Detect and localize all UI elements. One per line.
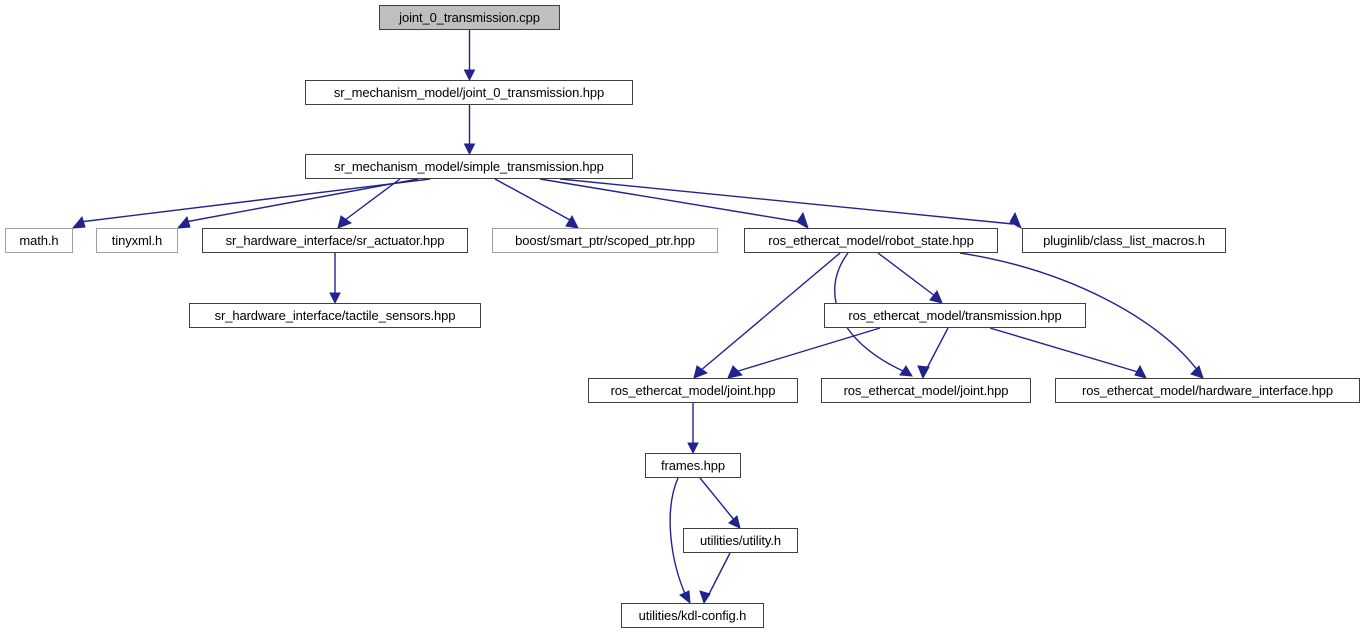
- graph-node-label: tinyxml.h: [111, 233, 163, 248]
- graph-node-label: pluginlib/class_list_macros.h: [1043, 233, 1205, 248]
- graph-node-label: sr_mechanism_model/simple_transmission.h…: [334, 159, 604, 174]
- graph-node-n0[interactable]: joint_0_transmission.cpp: [379, 5, 560, 30]
- graph-node-n3[interactable]: math.h: [5, 228, 73, 253]
- graph-node-label: ros_ethercat_model/joint.hpp: [843, 383, 1009, 398]
- graph-node-label: joint_0_transmission.cpp: [399, 10, 540, 25]
- edge-n2-to-n7: [539, 178, 801, 223]
- graph-node-label: ros_ethercat_model/hardware_interface.hp…: [1082, 383, 1333, 398]
- graph-node-n7[interactable]: ros_ethercat_model/robot_state.hpp: [744, 228, 998, 253]
- arrowhead-n10-to-n12: [917, 365, 930, 380]
- arrowhead-n7-to-n13: [1190, 365, 1204, 379]
- arrowhead-n1-to-n2: [463, 143, 476, 156]
- arrowhead-n7-to-n10: [929, 290, 943, 304]
- graph-node-label: math.h: [19, 233, 59, 248]
- graph-node-n2[interactable]: sr_mechanism_model/simple_transmission.h…: [305, 154, 633, 179]
- arrowhead-n0-to-n1: [463, 69, 476, 82]
- arrowhead-n5-to-n9: [329, 292, 341, 305]
- arrowhead-n10-to-n11: [727, 365, 744, 379]
- graph-node-n10[interactable]: ros_ethercat_model/transmission.hpp: [824, 303, 1086, 328]
- graph-node-n12[interactable]: ros_ethercat_model/joint.hpp: [821, 378, 1031, 403]
- graph-node-n4[interactable]: tinyxml.h: [96, 228, 178, 253]
- edge-n7-to-n13: [959, 252, 1199, 372]
- arrowhead-n2-to-n6: [565, 214, 579, 229]
- graph-node-label: utilities/kdl-config.h: [638, 608, 747, 623]
- edge-n7-to-n10: [877, 252, 936, 297]
- edge-n2-to-n6: [494, 178, 571, 221]
- arrowhead-n2-to-n3: [71, 215, 86, 229]
- edge-n2-to-n4: [184, 178, 419, 223]
- graph-node-label: utilities/utility.h: [700, 533, 781, 548]
- arrowhead-n7-to-n11: [693, 365, 709, 379]
- arrowhead-n2-to-n7: [796, 211, 809, 230]
- graph-node-label: frames.hpp: [660, 458, 726, 473]
- arrowhead-n15-to-n16: [699, 590, 711, 605]
- graph-node-label: sr_hardware_interface/sr_actuator.hpp: [225, 233, 445, 248]
- graph-node-n14[interactable]: frames.hpp: [645, 453, 741, 478]
- graph-node-n8[interactable]: pluginlib/class_list_macros.h: [1022, 228, 1226, 253]
- graph-node-label: boost/smart_ptr/scoped_ptr.hpp: [515, 233, 695, 248]
- arrowhead-n14-to-n16: [679, 590, 691, 605]
- edge-n10-to-n11: [734, 327, 881, 373]
- graph-node-n9[interactable]: sr_hardware_interface/tactile_sensors.hp…: [189, 303, 481, 328]
- graph-node-n16[interactable]: utilities/kdl-config.h: [621, 603, 764, 628]
- edge-n7-to-n11: [699, 252, 841, 372]
- arrowhead-n14-to-n15: [728, 515, 741, 529]
- graph-node-label: sr_hardware_interface/tactile_sensors.hp…: [214, 308, 456, 323]
- graph-node-label: ros_ethercat_model/joint.hpp: [610, 383, 776, 398]
- edge-n14-to-n15: [699, 477, 736, 522]
- graph-node-n1[interactable]: sr_mechanism_model/joint_0_transmission.…: [305, 80, 633, 105]
- edge-n2-to-n3: [79, 178, 431, 223]
- arrowhead-n2-to-n5: [337, 215, 353, 229]
- edge-n2-to-n8: [559, 178, 1014, 225]
- graph-node-label: sr_mechanism_model/joint_0_transmission.…: [333, 85, 605, 100]
- graph-node-n11[interactable]: ros_ethercat_model/joint.hpp: [588, 378, 798, 403]
- graph-node-n15[interactable]: utilities/utility.h: [683, 528, 798, 553]
- graph-node-label: ros_ethercat_model/transmission.hpp: [848, 308, 1062, 323]
- arrowhead-n11-to-n14: [687, 442, 699, 455]
- arrowhead-n7-to-n12: [899, 365, 913, 377]
- graph-node-label: ros_ethercat_model/robot_state.hpp: [768, 233, 974, 248]
- edge-n15-to-n16: [707, 552, 731, 597]
- arrowhead-n2-to-n4: [176, 215, 191, 229]
- edge-n2-to-n5: [344, 178, 401, 221]
- edge-n10-to-n12: [925, 327, 949, 371]
- arrowhead-n10-to-n13: [1134, 364, 1147, 379]
- edge-n10-to-n13: [989, 327, 1139, 373]
- arrowhead-n2-to-n8: [1009, 211, 1022, 230]
- graph-node-n13[interactable]: ros_ethercat_model/hardware_interface.hp…: [1055, 378, 1360, 403]
- edge-n14-to-n16: [669, 477, 687, 597]
- graph-node-n5[interactable]: sr_hardware_interface/sr_actuator.hpp: [202, 228, 468, 253]
- graph-node-n6[interactable]: boost/smart_ptr/scoped_ptr.hpp: [492, 228, 718, 253]
